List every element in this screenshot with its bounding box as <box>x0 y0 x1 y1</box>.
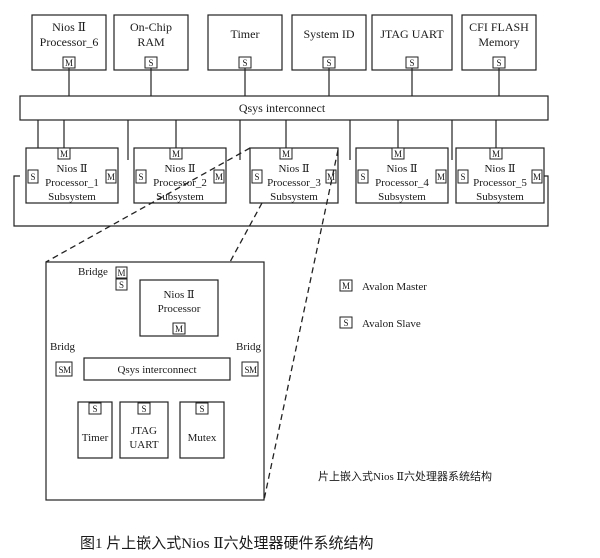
subsystem-processor-5: M S M Nios Ⅱ Processor_5 Subsystem <box>455 147 545 204</box>
diagram-note: 片上嵌入式Nios Ⅱ六处理器系统结构 <box>318 469 492 483</box>
left-bridge-slave-port: S <box>58 365 63 375</box>
legend-slave-label: Avalon Slave <box>362 318 421 330</box>
detail-interconnect-box <box>83 357 231 381</box>
slave-port-label: S <box>326 58 331 68</box>
slave-port-label: S <box>409 58 414 68</box>
subsystem-label: Subsystem <box>378 191 426 203</box>
detail-timer-label: Timer <box>82 432 109 444</box>
module-subtitle: Processor_6 <box>40 35 99 49</box>
master-port-label: M <box>215 172 223 182</box>
subsystem-processor-name: Processor_1 <box>45 177 99 189</box>
module-subtitle: Memory <box>478 35 519 49</box>
top-module-connectors <box>68 68 500 96</box>
detail-uart-label: UART <box>129 439 159 451</box>
detail-interconnect-label: Qsys interconnect <box>117 364 196 376</box>
slave-port-label: S <box>360 172 365 182</box>
top-module-timer: Timer S <box>207 14 283 71</box>
master-port-label: M <box>107 172 115 182</box>
subsystem-processor-2: M S M Nios Ⅱ Processor_2 Subsystem <box>133 147 227 204</box>
detail-processor-title: Nios Ⅱ <box>163 289 194 301</box>
subsystem-label: Subsystem <box>48 191 96 203</box>
slave-port-label: S <box>138 172 143 182</box>
slave-port-label: S <box>496 58 501 68</box>
top-module-cfi-flash-memory: CFI FLASH Memory S <box>461 14 537 71</box>
subsystem-label: Subsystem <box>476 191 524 203</box>
bridge-right-label: Bridg <box>236 341 262 353</box>
left-bridge-master-port: M <box>63 365 71 375</box>
legend-master-symbol: M <box>342 281 350 291</box>
bridge-left-label: Bridg <box>50 341 76 353</box>
master-port-label: M <box>60 149 68 159</box>
slave-port-label: S <box>30 172 35 182</box>
module-title: Timer <box>231 27 260 41</box>
top-module-jtag-uart: JTAG UART S <box>371 14 453 71</box>
master-port-label: M <box>533 172 541 182</box>
subsystem-title: Nios Ⅱ <box>56 163 87 175</box>
subsystem-title: Nios Ⅱ <box>386 163 417 175</box>
subsystem-label: Subsystem <box>270 191 318 203</box>
master-port-label: M <box>394 149 402 159</box>
subsystem-processor-name: Processor_3 <box>267 177 321 189</box>
slave-port-label: S <box>148 58 153 68</box>
bridge-slave-port-label: S <box>119 280 124 290</box>
module-title: CFI FLASH <box>469 20 529 34</box>
detail-processor-subtitle: Processor <box>158 303 201 315</box>
subsystem-title: Nios Ⅱ <box>164 163 195 175</box>
subsystem-processor-3: M S M Nios Ⅱ Processor_3 Subsystem <box>249 147 339 204</box>
mutex-slave-port: S <box>199 404 204 414</box>
master-port-label: M <box>172 149 180 159</box>
right-bridge-master-port: M <box>249 365 257 375</box>
master-port-label: M <box>492 149 500 159</box>
subsystem-bus-loop <box>13 175 549 227</box>
subsystem-title: Nios Ⅱ <box>484 163 515 175</box>
detail-mutex-label: Mutex <box>188 432 217 444</box>
legend: M Avalon Master S Avalon Slave <box>339 279 427 330</box>
subsystem-detail-panel: Bridge M S Nios Ⅱ Processor M Bridg S M … <box>45 261 265 501</box>
master-port-label: M <box>327 172 335 182</box>
master-port-label: M <box>65 58 73 68</box>
slave-port-label: S <box>254 172 259 182</box>
master-port-label: M <box>437 172 445 182</box>
slave-port-label: S <box>460 172 465 182</box>
subsystem-label: Subsystem <box>156 191 204 203</box>
legend-slave-symbol: S <box>343 318 348 328</box>
module-title: On-Chip <box>130 20 172 34</box>
detail-jtag-label: JTAG <box>131 425 157 437</box>
jtag-uart-slave-port: S <box>141 404 146 414</box>
main-qsys-interconnect: Qsys interconnect <box>19 95 549 121</box>
module-subtitle: RAM <box>137 35 165 49</box>
bridge-master-port-label: M <box>117 268 125 278</box>
subsystem-processor-4: M S M Nios Ⅱ Processor_4 Subsystem <box>355 147 449 204</box>
subsystem-title: Nios Ⅱ <box>278 163 309 175</box>
timer-slave-port: S <box>92 404 97 414</box>
module-title: JTAG UART <box>380 27 444 41</box>
slave-port-label: S <box>242 58 247 68</box>
bridge-top-label: Bridge <box>78 266 108 278</box>
master-port-label: M <box>282 149 290 159</box>
zoom-dashed-lines <box>45 147 339 501</box>
interconnect-label: Qsys interconnect <box>239 101 326 115</box>
processor-master-port-label: M <box>175 324 183 334</box>
top-module-on-chip-ram: On-Chip RAM S <box>113 14 189 71</box>
top-module-nios-processor-6: Nios Ⅱ Processor_6 M <box>31 14 107 71</box>
subsystem-processor-name: Processor_4 <box>375 177 429 189</box>
subsystem-processor-1: M S M Nios Ⅱ Processor_1 Subsystem <box>25 147 119 204</box>
top-module-system-id: System ID S <box>291 14 367 71</box>
module-title: System ID <box>304 27 355 41</box>
right-bridge-slave-port: S <box>244 365 249 375</box>
subsystem-processor-name: Processor_5 <box>473 177 527 189</box>
module-title: Nios Ⅱ <box>52 20 86 34</box>
figure-caption: 图1 片上嵌入式Nios Ⅱ六处理器硬件系统结构 <box>80 535 374 552</box>
legend-master-label: Avalon Master <box>362 281 427 293</box>
